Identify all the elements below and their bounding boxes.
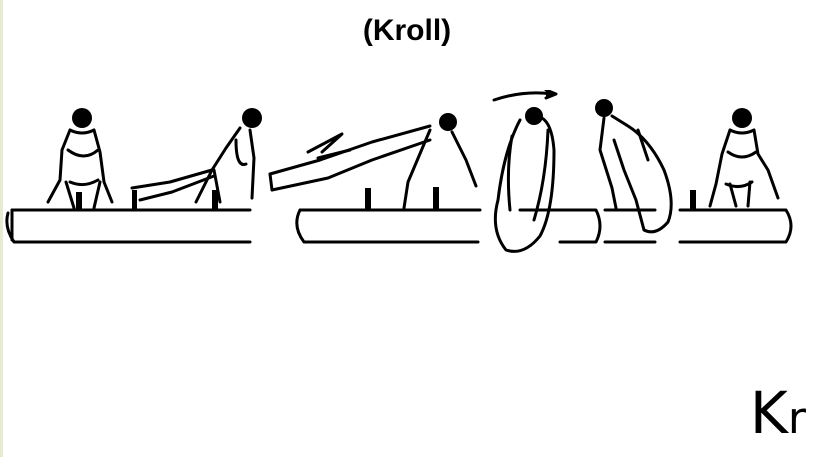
horse-segment-4 (680, 210, 791, 242)
horse-segment-1 (7, 210, 250, 242)
page-title: (Kroll) (0, 14, 814, 48)
figure-3-extended (270, 113, 476, 208)
horse-segment-2 (297, 210, 480, 242)
code-suffix-letter: r (788, 393, 806, 444)
element-code-label: Kr (750, 384, 806, 442)
figure-6-support (710, 108, 778, 206)
code-main-letter: K (750, 379, 788, 447)
figure-5-bend (595, 99, 671, 232)
figure-4-roll (494, 90, 556, 251)
pommel-horse-sequence (0, 90, 814, 270)
figure-2-kick (132, 108, 262, 202)
pommels (76, 187, 696, 210)
